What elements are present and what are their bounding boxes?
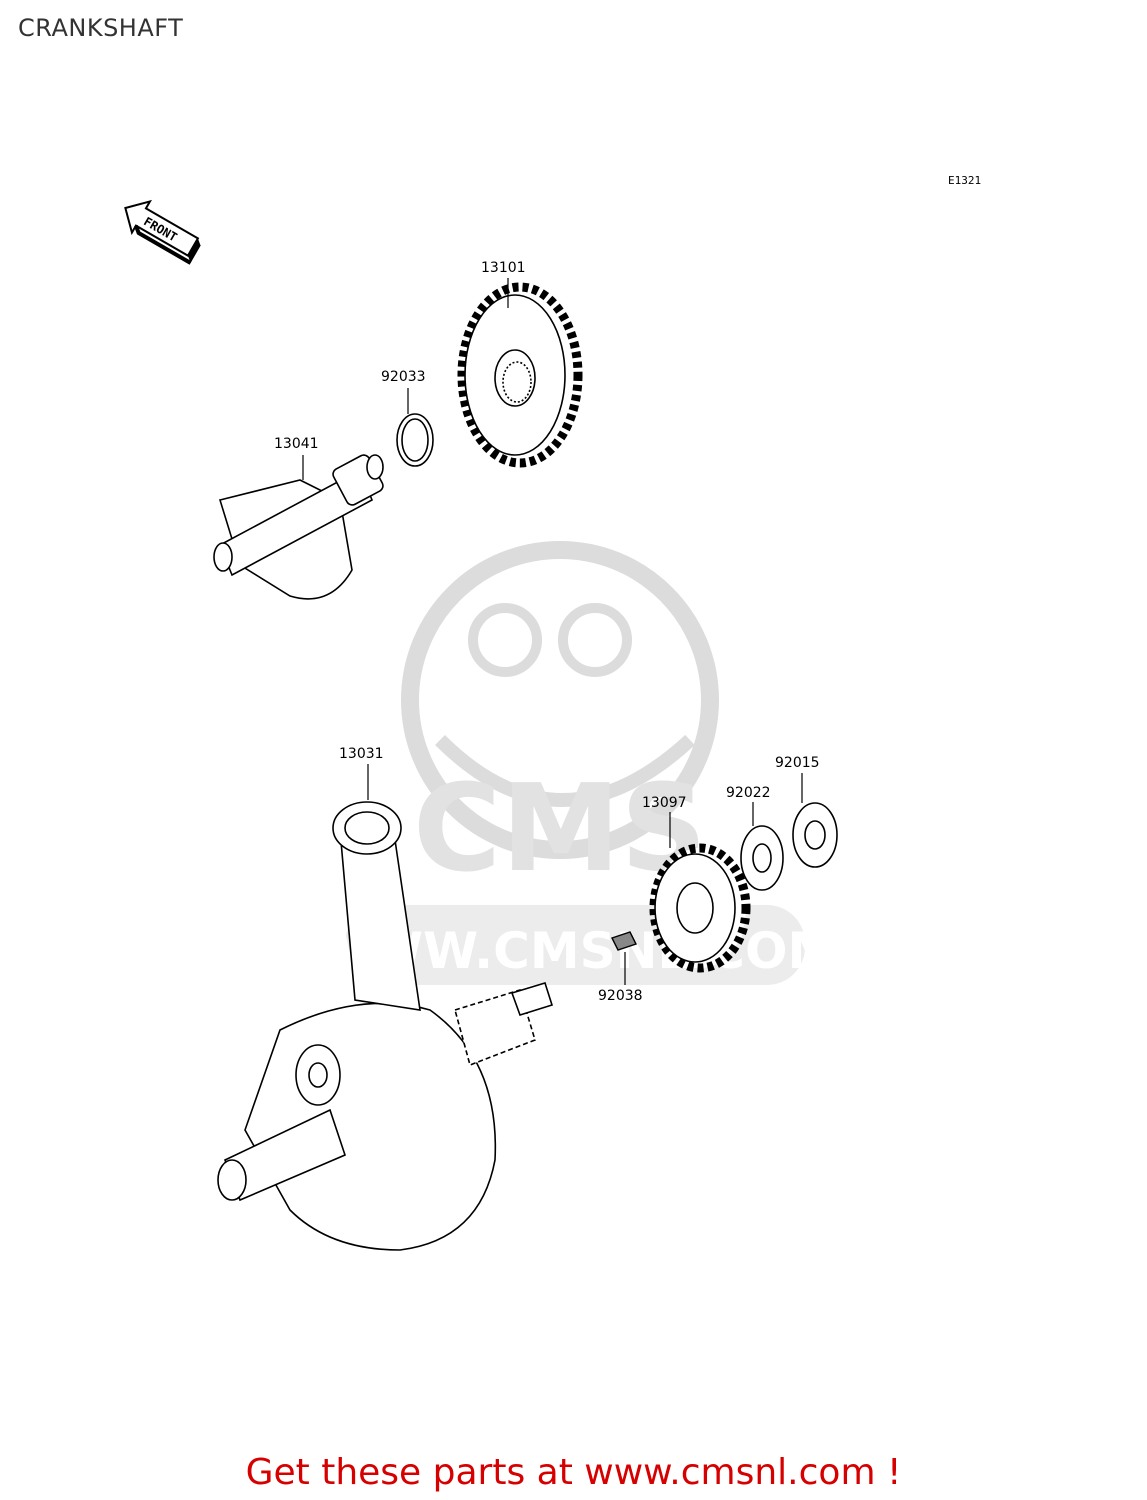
- part-label-13041: 13041: [274, 436, 319, 452]
- gear-13097: [649, 843, 751, 973]
- nut-92015: [792, 802, 838, 868]
- watermark-logo: CMS: [413, 760, 707, 899]
- part-label-92033: 92033: [381, 369, 426, 385]
- page-title: CRANKSHAFT: [18, 14, 184, 42]
- part-label-13097: 13097: [642, 795, 687, 811]
- promo-link[interactable]: Get these parts at www.cmsnl.com !: [245, 1452, 902, 1493]
- part-label-92015: 92015: [775, 755, 820, 771]
- diagram-code: E1321: [948, 174, 981, 187]
- key-92038: [611, 931, 637, 951]
- washer-92022: [740, 825, 784, 891]
- part-label-92038: 92038: [598, 988, 643, 1004]
- part-label-92022: 92022: [726, 785, 771, 801]
- part-label-13101: 13101: [481, 260, 526, 276]
- crankshaft-13031: [217, 801, 554, 1251]
- front-arrow-icon: FRONT: [124, 199, 201, 265]
- gear-13101: [457, 282, 583, 468]
- circlip-92033: [396, 413, 434, 467]
- part-label-13031: 13031: [339, 746, 384, 762]
- balancer-shaft-13041: [213, 454, 384, 600]
